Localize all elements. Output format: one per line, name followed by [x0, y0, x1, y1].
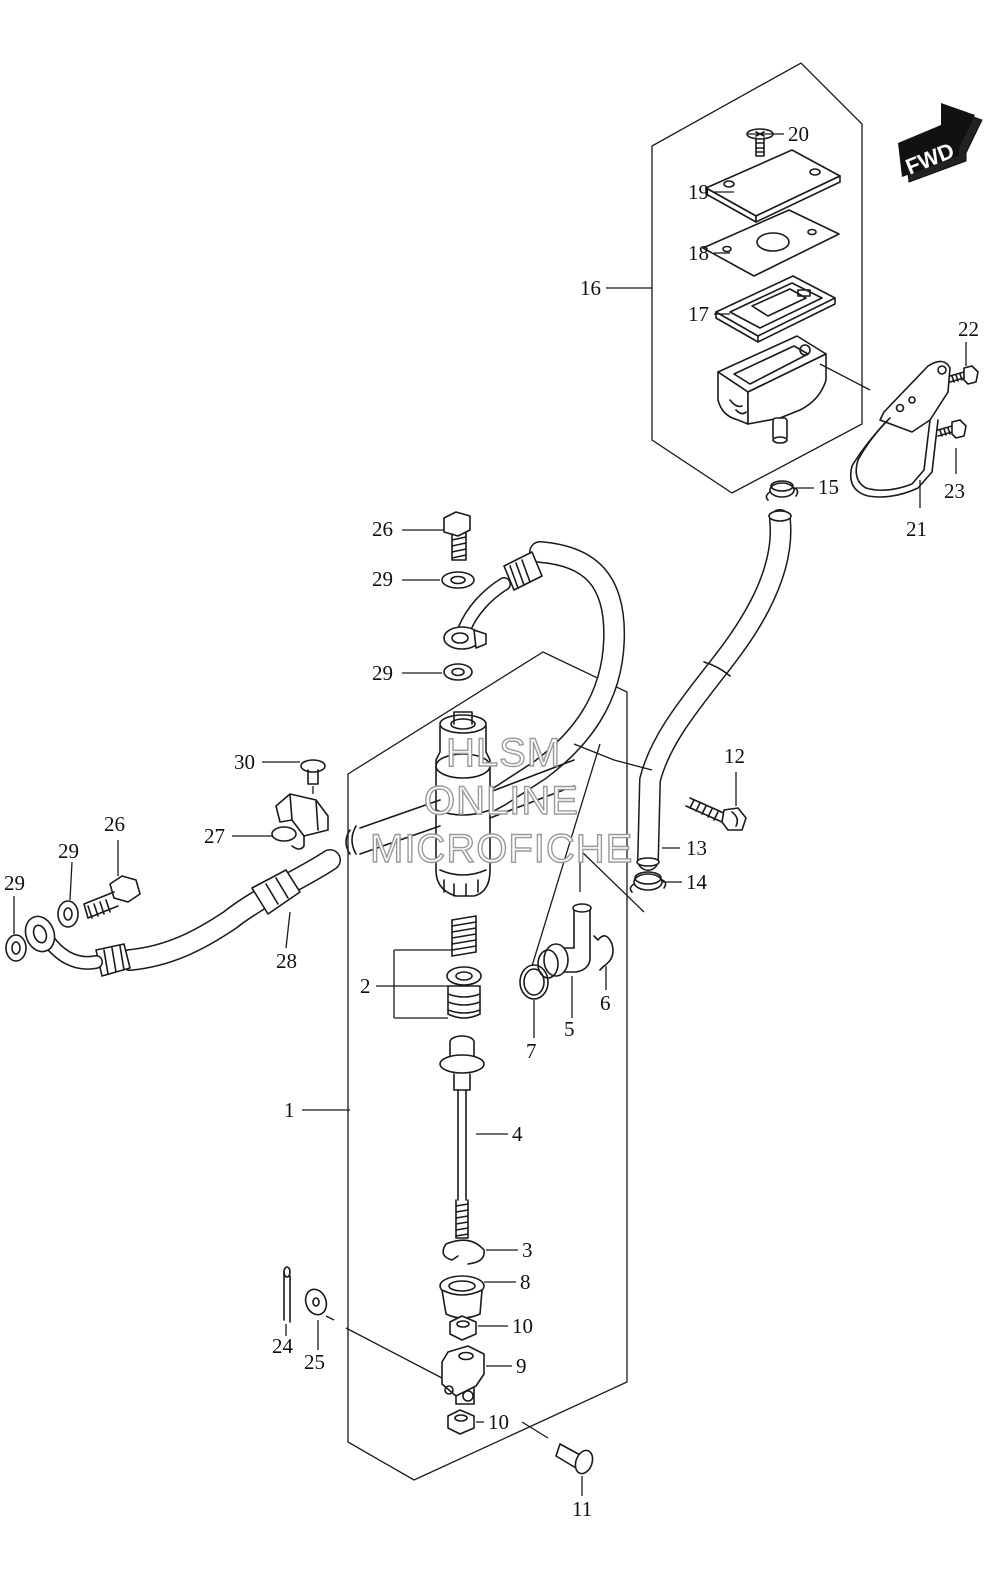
- callout-27: 27: [204, 824, 225, 848]
- nut-10-upper-icon: [449, 1315, 477, 1341]
- callout-1: 1: [284, 1098, 295, 1122]
- washer-29-top-icon: [441, 571, 475, 589]
- callout-28: 28: [276, 949, 297, 973]
- clevis-pin-11-icon: [555, 1443, 594, 1475]
- callout-20: 20: [788, 122, 809, 146]
- callout-22: 22: [958, 317, 979, 341]
- banjo-bolt-26-upper-icon: [443, 511, 471, 561]
- dust-boot-8-icon: [439, 1275, 485, 1319]
- leader-lines: [13, 133, 967, 1496]
- callout-26-upper: 26: [372, 517, 393, 541]
- callout-24: 24: [272, 1334, 294, 1358]
- piston-spring-icon: [451, 915, 477, 957]
- banjo-bolt-26-lower-icon: [83, 875, 141, 919]
- callout-25: 25: [304, 1350, 325, 1374]
- reservoir-cap-19-icon: [705, 149, 841, 223]
- circlip-3-icon: [442, 1239, 485, 1265]
- hose-clamp-15-icon: [765, 480, 799, 501]
- screw-20-icon: [746, 128, 774, 157]
- circlip-6-icon: [593, 935, 614, 971]
- washer-25-icon: [304, 1288, 328, 1316]
- callout-26-lower: 26: [104, 812, 125, 836]
- push-rod-4-icon: [439, 1035, 485, 1239]
- master-cylinder-assembly-box: [347, 651, 628, 1481]
- screw-30-icon: [300, 759, 326, 785]
- callout-23: 23: [944, 479, 965, 503]
- watermark-line-2: ONLINE: [424, 779, 579, 823]
- reservoir-assembly-box: [651, 62, 863, 494]
- watermark-line-3: MICROFICHE: [370, 827, 633, 871]
- diaphragm-plate-18-icon: [702, 209, 840, 277]
- hose-clamp-14-icon: [629, 871, 667, 893]
- reservoir-hose-13-icon: [636, 509, 792, 871]
- callout-16: 16: [580, 276, 601, 300]
- callout-29-upper: 29: [372, 567, 393, 591]
- callout-9: 9: [516, 1354, 527, 1378]
- master-cylinder-body-icon: [435, 711, 491, 897]
- callout-3: 3: [522, 1238, 533, 1262]
- bolt-12-icon: [685, 797, 747, 831]
- brake-hose-28-icon: [24, 849, 341, 977]
- callout-4: 4: [512, 1122, 523, 1146]
- callout-18: 18: [688, 241, 709, 265]
- callout-5: 5: [564, 1017, 575, 1041]
- nut-10-lower-icon: [447, 1409, 475, 1435]
- clevis-9-icon: [441, 1345, 485, 1405]
- washer-29-lower-icon: [57, 900, 79, 928]
- callout-8: 8: [520, 1270, 531, 1294]
- inlet-elbow-5-icon: [537, 903, 592, 979]
- callout-17: 17: [688, 302, 709, 326]
- reservoir-body-16-icon: [717, 335, 827, 444]
- callout-29-lower: 29: [58, 839, 79, 863]
- callout-30: 30: [234, 750, 255, 774]
- bolt-22-icon: [949, 365, 979, 385]
- washer-29-left-icon: [5, 934, 27, 962]
- reservoir-bracket-21-icon: [849, 360, 951, 498]
- callout-13: 13: [686, 836, 707, 860]
- washer-29-mid-icon: [443, 663, 473, 681]
- bolt-23-icon: [937, 419, 967, 439]
- callout-6: 6: [600, 991, 611, 1015]
- callout-11: 11: [572, 1497, 592, 1521]
- o-ring-7-icon: [519, 964, 549, 1000]
- callout-12: 12: [724, 744, 745, 768]
- callout-14: 14: [686, 870, 708, 894]
- callout-10-upper: 10: [512, 1314, 533, 1338]
- forward-direction-badge: FWD: [898, 103, 983, 183]
- callout-19: 19: [688, 180, 709, 204]
- watermark: HLSM ONLINE MICROFICHE: [369, 730, 633, 871]
- piston-2-icon: [446, 966, 482, 1019]
- callout-29-left: 29: [4, 871, 25, 895]
- cylinder-outlet-stub-icon: [345, 759, 575, 855]
- callout-21: 21: [906, 517, 927, 541]
- cotter-pin-24-icon: [283, 1266, 291, 1323]
- watermark-line-1: HLSM: [446, 731, 561, 775]
- callout-10-lower: 10: [488, 1410, 509, 1434]
- callout-labels: 20 19 18 16 17 22 23 15 21 26 29 29 12 3…: [4, 122, 979, 1521]
- callout-2: 2: [360, 974, 371, 998]
- callout-29-middle: 29: [372, 661, 393, 685]
- diaphragm-17-icon: [715, 275, 836, 343]
- brake-hose-upper-icon: [443, 541, 626, 823]
- hose-clamp-27-icon: [271, 793, 329, 850]
- callout-15: 15: [818, 475, 839, 499]
- callout-7: 7: [526, 1039, 537, 1063]
